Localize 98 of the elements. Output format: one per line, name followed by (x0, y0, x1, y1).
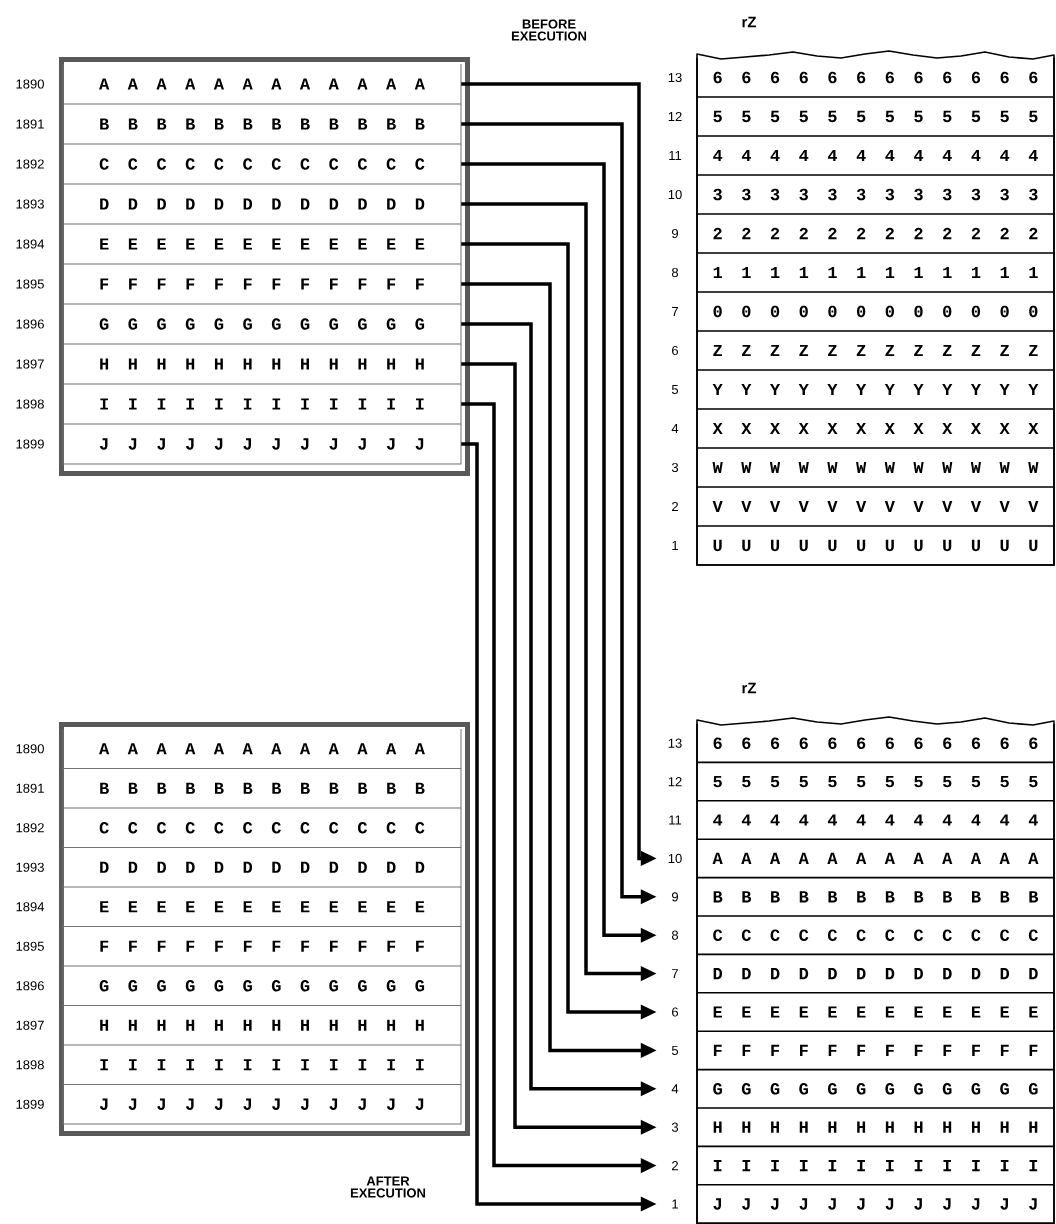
memory-row: I I I I I I I I I I I I (62, 1044, 462, 1085)
heading: AFTER EXECUTION (350, 1176, 426, 1198)
row-number: 1895 (16, 279, 44, 289)
memory-row: A A A A A A A A A A A A (62, 728, 462, 769)
row-number: 1993 (16, 862, 44, 872)
memory-table (59, 57, 470, 476)
register-row: G G G G G G G G G G G G (696, 1068, 1055, 1109)
row-number: 2 (672, 1161, 678, 1171)
register-row: 3 3 3 3 3 3 3 3 3 3 3 3 (696, 174, 1055, 215)
memory-row: C C C C C C C C C C C C (62, 807, 462, 848)
row-number: 5 (671, 1045, 679, 1055)
register-row: 0 0 0 0 0 0 0 0 0 0 0 0 (696, 291, 1055, 332)
row-number: 11 (669, 815, 682, 825)
row-number: 1893 (16, 199, 44, 209)
row-number: 1892 (16, 823, 44, 833)
row-number: 3 (671, 462, 679, 473)
row-number: 2 (672, 501, 678, 512)
register-row: 4 4 4 4 4 4 4 4 4 4 4 4 (696, 135, 1055, 176)
row-number: 7 (672, 969, 678, 979)
memory-row: E E E E E E E E E E E E (62, 886, 462, 927)
register-row: 5 5 5 5 5 5 5 5 5 5 5 5 (696, 761, 1055, 802)
row-number: 1896 (16, 981, 44, 991)
memory-row: F F F F F F F F F F F F (62, 926, 462, 967)
memory-row: B B B B B B B B B B B B (62, 768, 462, 809)
row-number: 10 (668, 189, 682, 200)
memory-row: G G G G G G G G G G G G (62, 303, 462, 345)
memory-row: G G G G G G G G G G G G (62, 965, 462, 1006)
row-number: 4 (671, 424, 679, 433)
row-number: 13 (668, 738, 682, 748)
row-number: 7 (672, 307, 678, 316)
row-number: 1892 (16, 159, 44, 169)
memory-row: A A A A A A A A A A A A (62, 63, 462, 105)
register-row: 2 2 2 2 2 2 2 2 2 2 2 2 (696, 213, 1055, 254)
register-row: F F F F F F F F F F F F (696, 1030, 1055, 1071)
row-number: 1894 (16, 902, 45, 912)
row-number: 9 (672, 892, 678, 902)
row-number: 1897 (16, 1020, 44, 1030)
row-number: 13 (668, 72, 682, 83)
register-row: Z Z Z Z Z Z Z Z Z Z Z Z (696, 330, 1055, 371)
row-number: 12 (668, 111, 682, 122)
register-row: 6 6 6 6 6 6 6 6 6 6 6 6 (696, 57, 1055, 98)
register-row: Y Y Y Y Y Y Y Y Y Y Y Y (696, 369, 1055, 410)
register-row: H H H H H H H H H H H H (696, 1107, 1055, 1148)
row-number: 1 (672, 1199, 678, 1209)
memory-row: J J J J J J J J J J J J (62, 423, 462, 465)
row-number: 8 (671, 267, 679, 278)
memory-row: B B B B B B B B B B B B (62, 103, 462, 145)
register-row: 5 5 5 5 5 5 5 5 5 5 5 5 (696, 96, 1055, 137)
row-number: 1894 (16, 239, 45, 249)
row-number: 1 (672, 541, 678, 550)
row-number: 1895 (16, 941, 44, 951)
row-number: 1899 (16, 1099, 44, 1109)
memory-row: H H H H H H H H H H H H (62, 1005, 462, 1046)
register-row: D D D D D D D D D D D D (696, 953, 1055, 994)
row-number: 6 (672, 1007, 679, 1017)
row-number: 8 (671, 930, 679, 940)
heading: BEFORE EXECUTION (511, 19, 587, 41)
row-number: 1897 (16, 359, 44, 369)
register-row: A A A A A A A A A A A A (696, 838, 1055, 879)
row-number: 1891 (16, 783, 44, 793)
node-label: rZ (742, 682, 757, 694)
register-row: 6 6 6 6 6 6 6 6 6 6 6 6 (696, 723, 1055, 764)
row-number: 1890 (16, 744, 44, 754)
register-row: 1 1 1 1 1 1 1 1 1 1 1 1 (696, 252, 1055, 293)
memory-row: D D D D D D D D D D D D (62, 847, 462, 888)
row-number: 1898 (16, 399, 44, 409)
register-row: J J J J J J J J J J J J (696, 1184, 1055, 1224)
memory-row: D D D D D D D D D D D D (62, 183, 462, 225)
row-number: 5 (671, 385, 679, 395)
register-row: U U U U U U U U U U U U (696, 525, 1055, 566)
row-number: 1890 (16, 79, 44, 89)
row-number: 12 (668, 777, 682, 787)
register-row: E E E E E E E E E E E E (696, 992, 1055, 1032)
register-row: C C C C C C C C C C C C (696, 915, 1055, 956)
register-row: I I I I I I I I I I I I (696, 1145, 1055, 1186)
register-row: W W W W W W W W W W W W (696, 447, 1055, 488)
memory-row: H H H H H H H H H H H H (62, 343, 462, 385)
row-number: 11 (669, 151, 682, 160)
row-number: 1896 (16, 319, 44, 329)
row-number: 1891 (16, 119, 44, 129)
memory-row: F F F F F F F F F F F F (62, 263, 462, 305)
row-number: 1899 (16, 439, 44, 449)
register-row: X X X X X X X X X X X X (696, 408, 1055, 449)
memory-row: E E E E E E E E E E E E (62, 223, 462, 265)
row-number: 10 (668, 853, 682, 863)
row-number: 1898 (16, 1060, 44, 1070)
row-number: 6 (672, 345, 679, 356)
memory-row: I I I I I I I I I I I I (62, 383, 462, 425)
row-number: 4 (671, 1084, 679, 1094)
memory-table (59, 722, 470, 1136)
register-row: B B B B B B B B B B B B (696, 876, 1055, 917)
register-row: 4 4 4 4 4 4 4 4 4 4 4 4 (696, 800, 1055, 840)
node-label: rZ (742, 16, 757, 28)
row-number: 3 (671, 1122, 679, 1132)
memory-row: J J J J J J J J J J J J (62, 1084, 462, 1125)
row-number: 9 (672, 228, 678, 239)
register-row: V V V V V V V V V V V V (696, 486, 1055, 527)
memory-row: C C C C C C C C C C C C (62, 143, 462, 185)
